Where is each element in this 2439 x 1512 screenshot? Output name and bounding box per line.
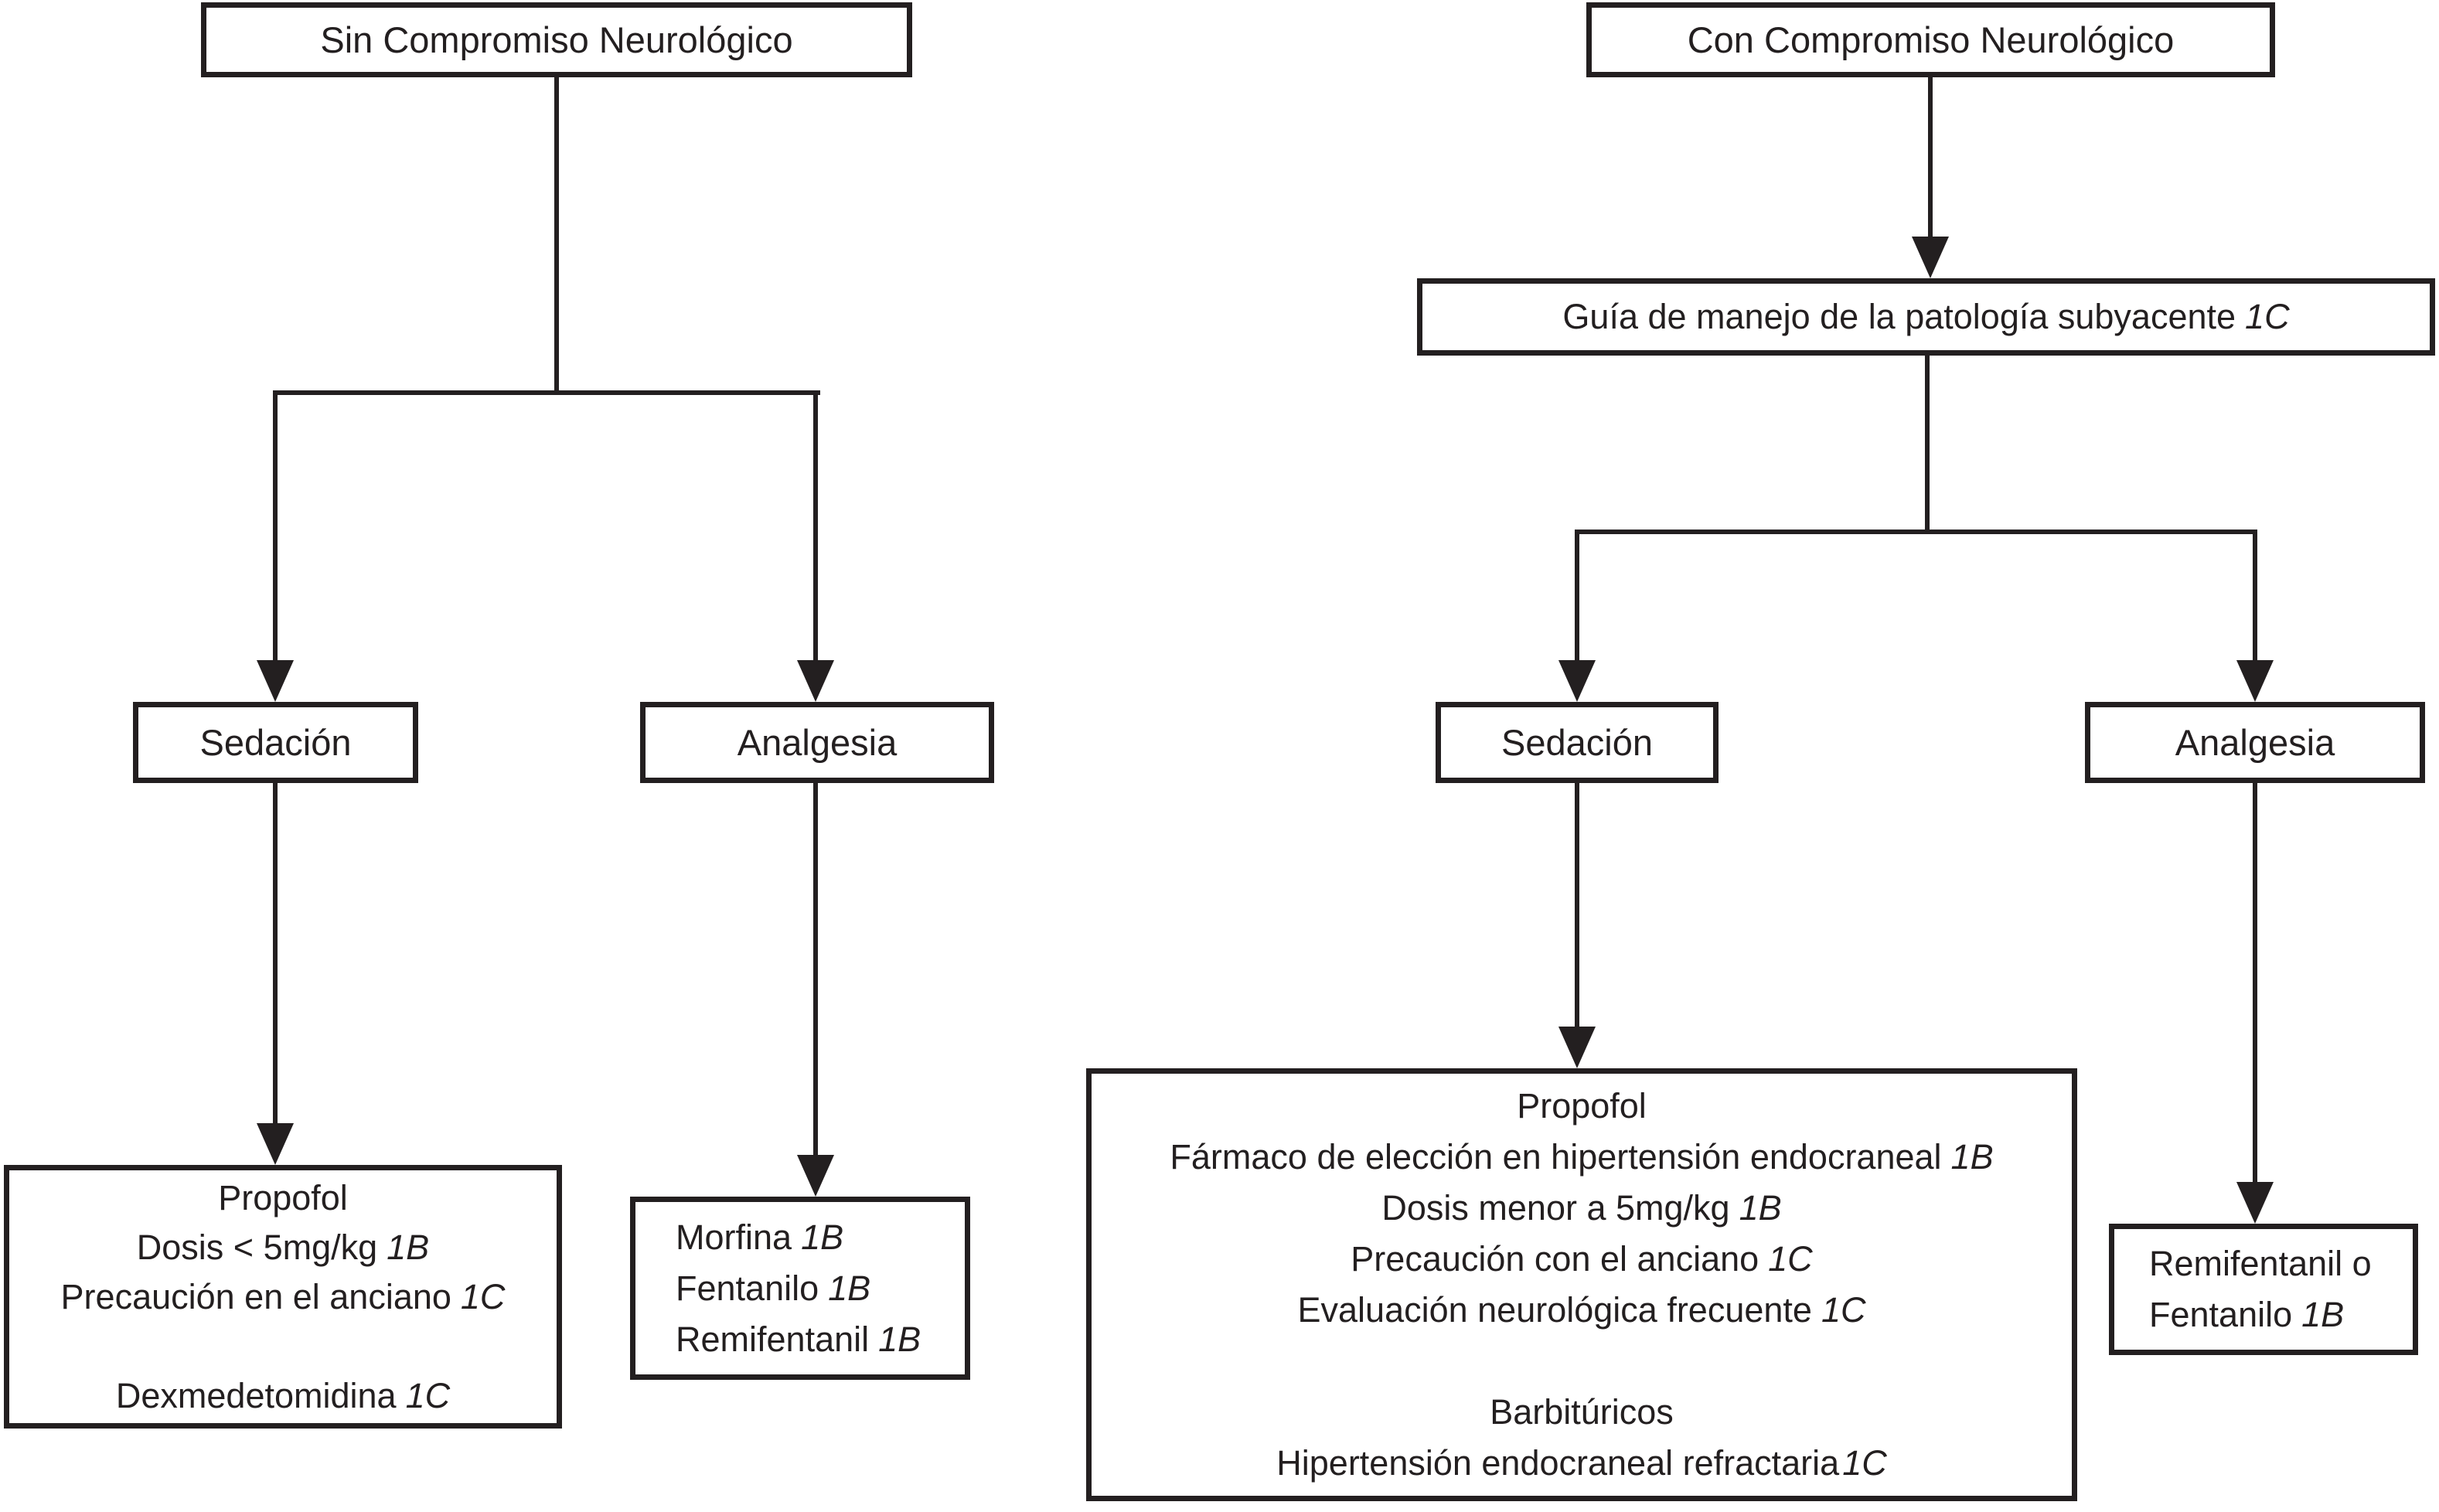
- arrow-down-icon: [797, 1155, 834, 1197]
- arrow-down-icon: [257, 660, 294, 702]
- drug-line: Propofol: [1517, 1086, 1647, 1125]
- connector-right-sedation-branch: [1575, 530, 1579, 665]
- evidence-grade: 1C: [1821, 1290, 1866, 1330]
- drug-line: Remifentanil o: [2149, 1244, 2372, 1283]
- evidence-grade: 1B: [1739, 1188, 1782, 1228]
- evidence-grade: 1C: [405, 1375, 451, 1415]
- evidence-grade: 1B: [801, 1217, 844, 1257]
- evidence-grade: 1B: [828, 1268, 871, 1308]
- connector-right-root-stem: [1928, 77, 1933, 240]
- connector-right-split-bar: [1575, 530, 2257, 534]
- box-right-analgesia-label: Analgesia: [2175, 722, 2335, 763]
- evidence-grade: 1C: [1768, 1239, 1813, 1279]
- connector-left-sedation-branch: [273, 390, 278, 665]
- management-guideline-label: Guía de manejo de la patología subyacent…: [1562, 297, 2290, 336]
- drug-line: Fármaco de elección en hipertensión endo…: [1170, 1137, 1994, 1177]
- arrow-down-icon: [1558, 1027, 1596, 1068]
- connector-guideline-stem: [1925, 356, 1930, 534]
- evidence-grade: 1C: [2245, 297, 2290, 336]
- box-no-neuro-compromise-label: Sin Compromiso Neurológico: [320, 19, 793, 60]
- drug-line: Hipertensión endocraneal refractaria1C: [1276, 1443, 1887, 1483]
- box-left-sedation: Sedación: [133, 702, 418, 783]
- box-left-analgesia-label: Analgesia: [737, 722, 898, 763]
- arrow-down-icon: [1558, 660, 1596, 702]
- box-neuro-compromise-label: Con Compromiso Neurológico: [1687, 19, 2175, 60]
- box-left-sedation-label: Sedación: [199, 722, 352, 763]
- box-no-neuro-compromise: Sin Compromiso Neurológico: [201, 2, 912, 77]
- arrow-down-icon: [2236, 660, 2274, 702]
- connector-left-analgesia-branch: [813, 390, 818, 665]
- connector-right-analgesia-drugs: [2253, 783, 2257, 1185]
- connector-left-analgesia-drugs: [813, 783, 818, 1158]
- arrow-down-icon: [1912, 237, 1949, 278]
- box-neuro-compromise: Con Compromiso Neurológico: [1586, 2, 2275, 77]
- connector-right-analgesia-branch: [2253, 530, 2257, 665]
- box-right-analgesia: Analgesia: [2085, 702, 2425, 783]
- connector-left-root-stem: [554, 77, 559, 395]
- box-right-sedation-label: Sedación: [1501, 722, 1653, 763]
- drug-line: Propofol: [218, 1177, 348, 1217]
- arrow-down-icon: [797, 660, 834, 702]
- evidence-grade: 1B: [2301, 1295, 2345, 1334]
- drug-line: Barbitúricos: [1490, 1392, 1674, 1432]
- evidence-grade: 1C: [1842, 1443, 1887, 1483]
- evidence-grade: 1B: [878, 1319, 921, 1359]
- box-management-guideline: Guía de manejo de la patología subyacent…: [1417, 278, 2435, 356]
- evidence-grade: 1C: [460, 1276, 506, 1316]
- box-right-sedation: Sedación: [1436, 702, 1719, 783]
- arrow-down-icon: [2236, 1182, 2274, 1224]
- evidence-grade: 1B: [387, 1227, 430, 1267]
- evidence-grade: 1B: [1950, 1137, 1994, 1177]
- arrow-down-icon: [257, 1123, 294, 1165]
- box-right-sedation-drugs: Propofol Fármaco de elección en hiperten…: [1086, 1068, 2077, 1501]
- connector-left-sedation-drugs: [273, 783, 278, 1126]
- connector-right-sedation-drugs: [1575, 783, 1579, 1030]
- connector-left-split-bar: [273, 390, 820, 395]
- box-left-analgesia: Analgesia: [640, 702, 994, 783]
